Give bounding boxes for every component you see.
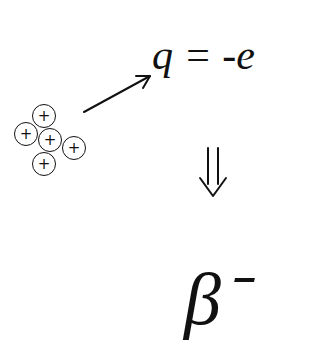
charge-sign: +	[20, 127, 33, 142]
arrow-head	[136, 76, 150, 88]
charge-label: q = -e	[152, 34, 255, 76]
particle-circle: +	[14, 122, 38, 146]
charge-sign: +	[38, 157, 51, 172]
charge-sign: +	[68, 141, 81, 156]
particle-circle: +	[38, 128, 62, 152]
charge-sign: +	[44, 133, 57, 148]
particle-circle: +	[62, 136, 86, 160]
implies-arrow	[208, 148, 218, 184]
particle-circle: +	[32, 104, 56, 128]
beta-minus-label: β⁻	[184, 262, 246, 336]
charge-sign: +	[38, 109, 51, 124]
implies-arrow-head	[200, 178, 226, 196]
particle-circle: +	[32, 152, 56, 176]
pointer-arrow	[84, 76, 150, 112]
